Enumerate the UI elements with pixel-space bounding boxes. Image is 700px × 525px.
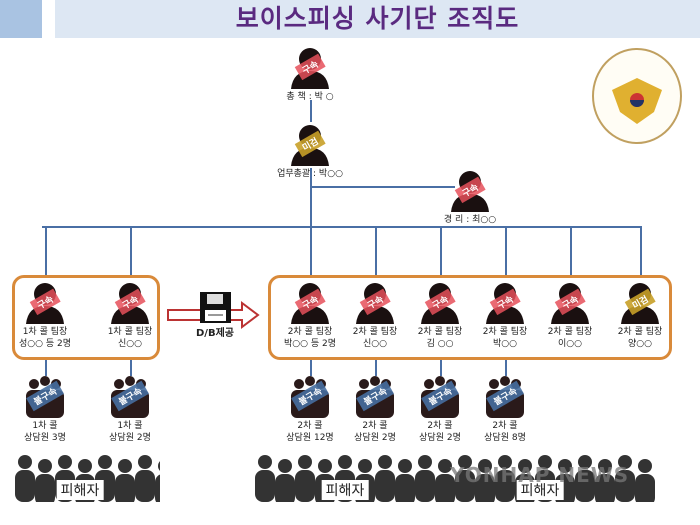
node-label: 이○○ <box>558 339 582 349</box>
connector <box>505 226 507 276</box>
second-call-team-group <box>268 275 672 360</box>
victims-crowd-icon <box>255 450 455 506</box>
connector <box>130 226 132 276</box>
node-label: 박○○ 등 2명 <box>284 339 336 349</box>
node-label: 업무총괄 : 박○○ <box>277 169 343 179</box>
agent-group: 불구속 <box>105 374 155 418</box>
node-label: 상담원 3명 <box>24 433 66 443</box>
watermark: YONHAP NEWS <box>450 463 630 487</box>
node-label: 2차 콜 <box>492 421 518 431</box>
node-label: 상담원 12명 <box>286 433 334 443</box>
header-accent <box>0 0 42 38</box>
connector <box>310 226 312 276</box>
police-seal-logo <box>592 48 682 144</box>
connector <box>570 226 572 276</box>
node-label: 경 리 : 최○○ <box>443 215 497 225</box>
connector <box>440 226 442 276</box>
db-transfer-label: D/B제공 <box>196 328 234 339</box>
node-label: 1차 콜 팀장 <box>107 327 153 337</box>
node-label: 총 책 : 박 ○ <box>286 92 334 102</box>
node-label: 상담원 2명 <box>354 433 396 443</box>
node-label: 1차 콜 <box>32 421 58 431</box>
node-label: 성○○ 등 2명 <box>19 339 71 349</box>
first-call-team-group <box>12 275 160 360</box>
connector <box>310 186 455 188</box>
agent-group: 불구속 <box>285 374 335 418</box>
connector <box>375 358 377 376</box>
node-label: 2차 콜 팀장 <box>352 327 398 337</box>
agent-group: 불구속 <box>20 374 70 418</box>
person-node: 구속 <box>285 45 335 89</box>
connector <box>640 226 642 276</box>
node-label: 박○○ <box>493 339 517 349</box>
node-label: 2차 콜 <box>362 421 388 431</box>
team-leader-node: 구속 <box>285 280 335 324</box>
node-label: 2차 콜 팀장 <box>482 327 528 337</box>
node-label: 양○○ <box>628 339 652 349</box>
node-label: 1차 콜 팀장 <box>22 327 68 337</box>
person-node: 구속 <box>445 168 495 212</box>
team-leader-node: 구속 <box>545 280 595 324</box>
node-label: 2차 콜 팀장 <box>417 327 463 337</box>
node-label: 상담원 8명 <box>484 433 526 443</box>
connector <box>440 358 442 376</box>
agent-group: 불구속 <box>350 374 400 418</box>
node-label: 상담원 2명 <box>109 433 151 443</box>
victims-label: 피해자 <box>516 480 564 500</box>
victims-label: 피해자 <box>56 480 104 500</box>
agent-group: 불구속 <box>415 374 465 418</box>
node-label: 상담원 2명 <box>419 433 461 443</box>
person-node: 미검 <box>285 122 335 166</box>
node-label: 2차 콜 팀장 <box>617 327 663 337</box>
team-leader-node: 구속 <box>480 280 530 324</box>
node-label: 신○○ <box>363 339 387 349</box>
connector <box>505 358 507 376</box>
node-label: 2차 콜 팀장 <box>287 327 333 337</box>
node-label: 2차 콜 <box>427 421 453 431</box>
node-label: 2차 콜 팀장 <box>547 327 593 337</box>
connector <box>45 358 47 376</box>
agent-group: 불구속 <box>480 374 530 418</box>
team-leader-node: 구속 <box>20 280 70 324</box>
node-label: 1차 콜 <box>117 421 143 431</box>
team-leader-node: 미검 <box>615 280 665 324</box>
node-label: 신○○ <box>118 339 142 349</box>
victims-label: 피해자 <box>321 480 369 500</box>
connector <box>310 358 312 376</box>
connector <box>310 100 312 122</box>
page-title: 보이스피싱 사기단 조직도 <box>55 0 700 38</box>
team-leader-node: 구속 <box>105 280 155 324</box>
connector <box>375 226 377 276</box>
connector <box>45 226 47 276</box>
team-leader-node: 구속 <box>415 280 465 324</box>
team-leader-node: 구속 <box>350 280 400 324</box>
node-label: 2차 콜 <box>297 421 323 431</box>
connector <box>130 358 132 376</box>
connector <box>310 168 312 226</box>
floppy-disk-icon <box>200 292 231 323</box>
node-label: 김 ○○ <box>426 339 454 349</box>
connector-bus <box>42 226 642 228</box>
